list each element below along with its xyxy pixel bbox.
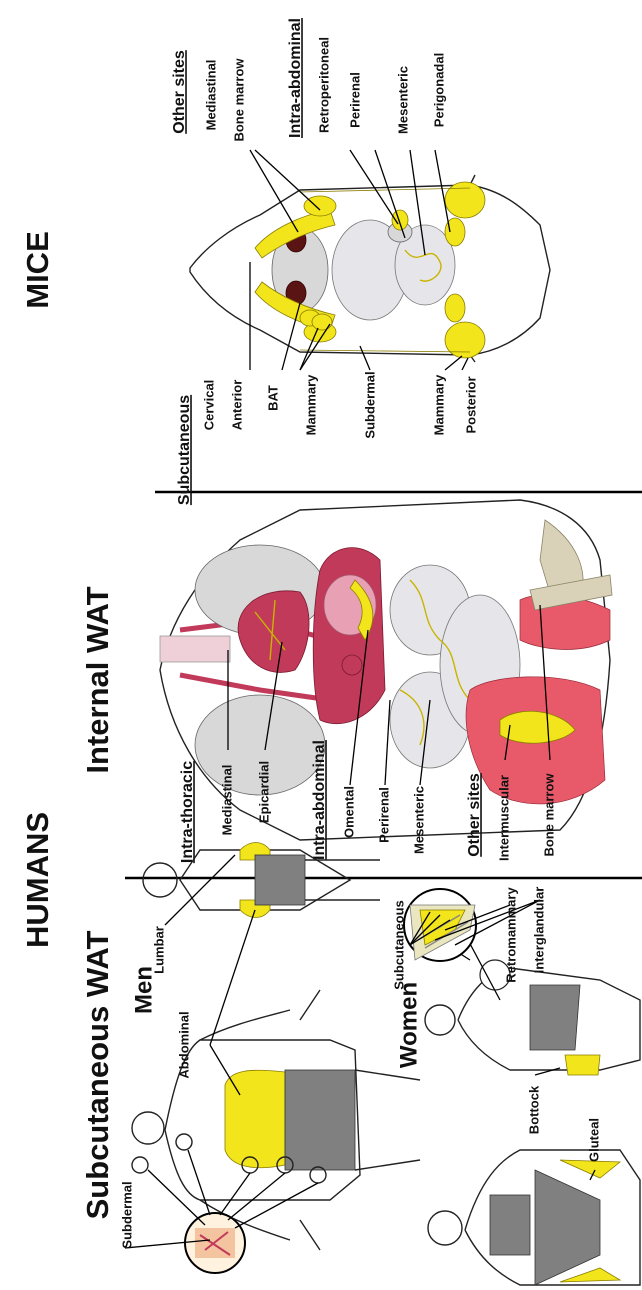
mice-bone-marrow-label: Bone marrow bbox=[231, 58, 246, 142]
subdermal-label: Subdermal bbox=[119, 1181, 134, 1248]
subcutaneous-label: Subcutaneous bbox=[391, 900, 406, 990]
other-sites-label: Other sites bbox=[466, 773, 483, 857]
mouse-illustration bbox=[190, 175, 550, 362]
subcutaneous-leader-lines bbox=[125, 855, 318, 1248]
interglandular-label: Interglandular bbox=[531, 887, 546, 974]
epicardial-label: Epicardial bbox=[256, 761, 271, 823]
mice-intra-abdominal-label: Intra-abdominal bbox=[287, 18, 304, 138]
omental-label: Omental bbox=[341, 786, 356, 838]
women-heading: Women bbox=[395, 982, 422, 1068]
mice-mesenteric-label: Mesenteric bbox=[395, 66, 410, 134]
mice-mammary-label-2: Mammary bbox=[431, 374, 446, 435]
mice-mammary-label-1: Mammary bbox=[303, 374, 318, 435]
mediastinal-label: Mediastinal bbox=[219, 765, 234, 836]
mice-subdermal-label: Subdermal bbox=[362, 371, 377, 438]
internal-wat-title: Internal WAT bbox=[80, 586, 115, 773]
lumbar-label: Lumbar bbox=[151, 926, 166, 974]
retromammary-label: Retromammary bbox=[503, 887, 518, 983]
intra-abdominal-label: Intra-abdominal bbox=[311, 740, 328, 860]
perirenal-label: Perirenal bbox=[376, 787, 391, 843]
intra-thoracic-label: Intra-thoracic bbox=[179, 761, 196, 863]
mice-anterior-label: Anterior bbox=[229, 380, 244, 431]
mice-other-sites-label: Other sites bbox=[171, 50, 188, 134]
gluteal-label: Gluteal bbox=[586, 1118, 601, 1162]
bottock-label: Bottock bbox=[526, 1085, 541, 1134]
abdominal-label: Abdominal bbox=[176, 1011, 191, 1078]
mice-mediastinal-label: Mediastinal bbox=[203, 60, 218, 131]
woman-front-illustration bbox=[428, 1150, 640, 1285]
mice-cervical-label: Cervical bbox=[201, 380, 216, 431]
man-front-illustration bbox=[132, 990, 420, 1250]
bone-marrow-label: Bone marrow bbox=[541, 773, 556, 857]
mice-subcutaneous-label: Subcutaneous bbox=[176, 395, 193, 505]
mice-perigonadal-label: Perigonadal bbox=[431, 53, 446, 127]
subcutaneous-wat-title: Subcutaneous WAT bbox=[80, 931, 115, 1220]
mice-perirenal-label: Perirenal bbox=[347, 72, 362, 128]
mice-posterior-label: Posterior bbox=[463, 376, 478, 433]
breast-zoom-circle bbox=[404, 889, 476, 961]
mice-title: MICE bbox=[20, 231, 55, 309]
mice-retroperitoneal-label: Retroperitoneal bbox=[316, 37, 331, 133]
mice-bat-label: BAT bbox=[265, 385, 280, 411]
humans-title: HUMANS bbox=[20, 812, 55, 948]
mesenteric-label: Mesenteric bbox=[411, 786, 426, 854]
intermuscular-label: Intermuscular bbox=[496, 775, 511, 861]
